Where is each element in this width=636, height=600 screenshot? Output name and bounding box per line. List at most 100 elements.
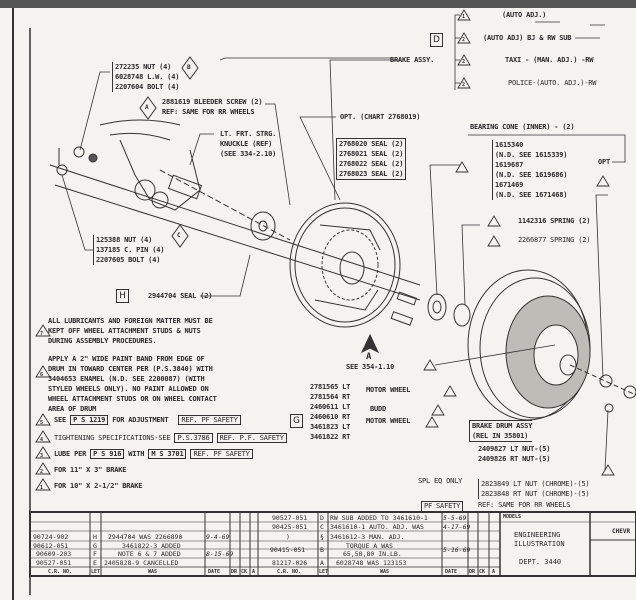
part-line: 272235 NUT (4) [115, 63, 172, 71]
title-line-2: ILLUSTRATION [514, 540, 565, 548]
list-item: 2823848 RT NUT (CHROME)-(5) [481, 490, 590, 498]
safety-box: REF. PF SAFETY [178, 415, 241, 425]
models-label: MODELS [503, 514, 522, 520]
cr-number: 90612-051 [33, 542, 69, 550]
leader-lines [61, 14, 626, 471]
dept-label: DEPT. 3440 [519, 558, 562, 566]
list-item: 3461823 LT [310, 423, 351, 431]
note-line: AREA OF DRUM [48, 405, 97, 413]
wheel-type-2: BUDD [370, 405, 387, 413]
brake-option-4: POLICE-(AUTO. ADJ.)-RW [508, 79, 597, 87]
spring-1: 1142316 SPRING (2) [518, 217, 591, 225]
revision-letter: C [320, 523, 324, 531]
cr-number: 90425-051 [272, 523, 308, 531]
spec-box: P.S.3786 [174, 433, 213, 443]
brake-assy-label: BRAKE ASSY. [390, 56, 435, 64]
list-item: 1619687 [495, 161, 524, 169]
spl-eq-label: SPL EQ ONLY [418, 477, 463, 485]
safety-box: REF. P.F. SAFETY [216, 433, 287, 443]
note-line: APPLY A 2" WIDE PAINT BAND FROM EDGE OF [48, 355, 205, 363]
note-1: FOR 10" X 2-1/2" BRAKE [54, 482, 143, 490]
revision-was: 2944704 WAS 2266890 [108, 533, 183, 541]
revision-was: 65,50,80 IN.LB. [343, 550, 402, 558]
note-line: DRUM IN TOWARD CENTER PER (P.S.3840) WIT… [48, 365, 213, 373]
part-line: 125388 NUT (4) [96, 236, 153, 244]
note-text: WITH [128, 450, 145, 458]
note-mark: 2 [462, 59, 465, 65]
col-header: LET [91, 569, 101, 575]
brake-option-1: (AUTO ADJ.) [502, 11, 547, 19]
diamond-label-a: A [145, 104, 149, 111]
col-header: DR [469, 569, 476, 575]
part-line: BRAKE DRUM ASSY [472, 422, 533, 430]
revision-was: TORQUE A WAS [346, 542, 393, 550]
col-header: WAS [380, 569, 390, 575]
note-4: TIGHTENING SPECIFICATIONS-SEE P.S.3786 R… [54, 433, 287, 443]
cr-number: 81217-026 [272, 559, 308, 567]
pf-safety-box: PF SAFETY [421, 501, 464, 512]
revision-date: 8-15-69 [206, 550, 234, 558]
spec-box: M S 3701 [148, 449, 187, 459]
drum-callout: BRAKE DRUM ASSY (REL IN 35801) [469, 420, 532, 442]
cr-number: ) [286, 533, 290, 541]
seal-callout: 2944704 SEAL (2) [148, 292, 213, 300]
note-mark: 2 [462, 82, 465, 88]
col-header: LET [319, 569, 329, 575]
part-line: 137185 C. PIN (4) [96, 246, 165, 254]
note-line: STYLED WHEELS ONLY). NO PAINT ALLOWED ON [48, 385, 209, 393]
revision-letter: D [320, 514, 324, 522]
list-item: 2409827 LT NUT-(5) [478, 445, 551, 453]
opt-seals-list: 2768020 SEAL (2) 2768021 SEAL (2) 276802… [336, 138, 407, 180]
bleeder-callout: 2881619 BLEEDER SCREW (2) REF: SAME FOR … [162, 97, 263, 117]
list-item: (N.D. SEE 1615339) [495, 151, 568, 159]
revision-date: 5-5-69 [443, 514, 467, 522]
part-line: 2881619 BLEEDER SCREW (2) [162, 98, 263, 106]
spec-box: P S 916 [90, 449, 125, 459]
note-mark: 1 [462, 14, 465, 20]
revision-was: NOTE 6 & 7 ADDED [118, 550, 181, 558]
revision-date: 4-17-69 [443, 523, 471, 531]
note-text: FOR ADJUSTMENT [112, 416, 169, 424]
part-line: 2207604 BOLT (4) [115, 83, 180, 91]
col-header: C.R. NO. [48, 569, 73, 575]
list-item: 1615340 [495, 141, 524, 149]
revision-letter: G [93, 542, 97, 550]
title-line-1: ENGINEERING [514, 531, 561, 539]
part-line: REF: SAME FOR RR WHEELS [162, 108, 255, 116]
view-label-h: H [116, 289, 129, 303]
revision-date: 5-16-69 [443, 546, 471, 554]
brake-option-2: (AUTO ADJ) BJ & RW SUB [483, 34, 572, 42]
note-number: 4 [40, 437, 43, 443]
revision-letter: E [93, 559, 97, 567]
note-line: WHEEL ATTACHMENT STUDS OR ON WHEEL CONTA… [48, 395, 217, 403]
list-item: 2823849 LT NUT (CHROME)-(5) [481, 480, 590, 488]
nut-group-c-callout: 125388 NUT (4) 137185 C. PIN (4) 2207605… [93, 235, 164, 265]
note-number: 7 [40, 331, 43, 337]
part-line: KNUCKLE (REF) [220, 140, 273, 148]
view-a-arrow [360, 333, 380, 354]
list-item: 2768023 SEAL (2) [339, 170, 404, 178]
list-item: 3461822 RT [310, 433, 351, 441]
list-item: 2409826 RT NUT-(5) [478, 455, 551, 463]
list-item: 2781564 RT [310, 393, 351, 401]
col-header: DATE [445, 569, 458, 575]
spindle-axle [49, 164, 421, 301]
chrome-nut-list: 2823849 LT NUT (CHROME)-(5) 2823848 RT N… [478, 479, 590, 499]
col-header: DATE [208, 569, 221, 575]
list-item: 2768021 SEAL (2) [339, 150, 404, 158]
view-diamonds [139, 56, 199, 248]
list-item: 2768020 SEAL (2) [339, 140, 404, 148]
revision-was: RW SUB ADDED TO 3461610-1 [330, 514, 428, 522]
see-view-label: SEE 354-1.10 [346, 363, 395, 371]
part-line: 2207605 BOLT (4) [96, 256, 161, 264]
col-header: CK [479, 569, 486, 575]
ref-rr-wheels: REF: SAME FOR RR WHEELS [478, 501, 571, 509]
note-text: LUBE PER [54, 450, 87, 458]
bearing-title: BEARING CONE (INNER) - (2) [470, 122, 575, 132]
col-header: A [252, 569, 256, 575]
note-line: KEPT OFF WHEEL ATTACHMENT STUDS & NUTS [48, 327, 201, 335]
revision-table-grid [29, 511, 636, 577]
list-item: 2460610 RT [310, 413, 351, 421]
col-header: C.R. NO. [277, 569, 302, 575]
revision-letter: F [93, 550, 97, 558]
